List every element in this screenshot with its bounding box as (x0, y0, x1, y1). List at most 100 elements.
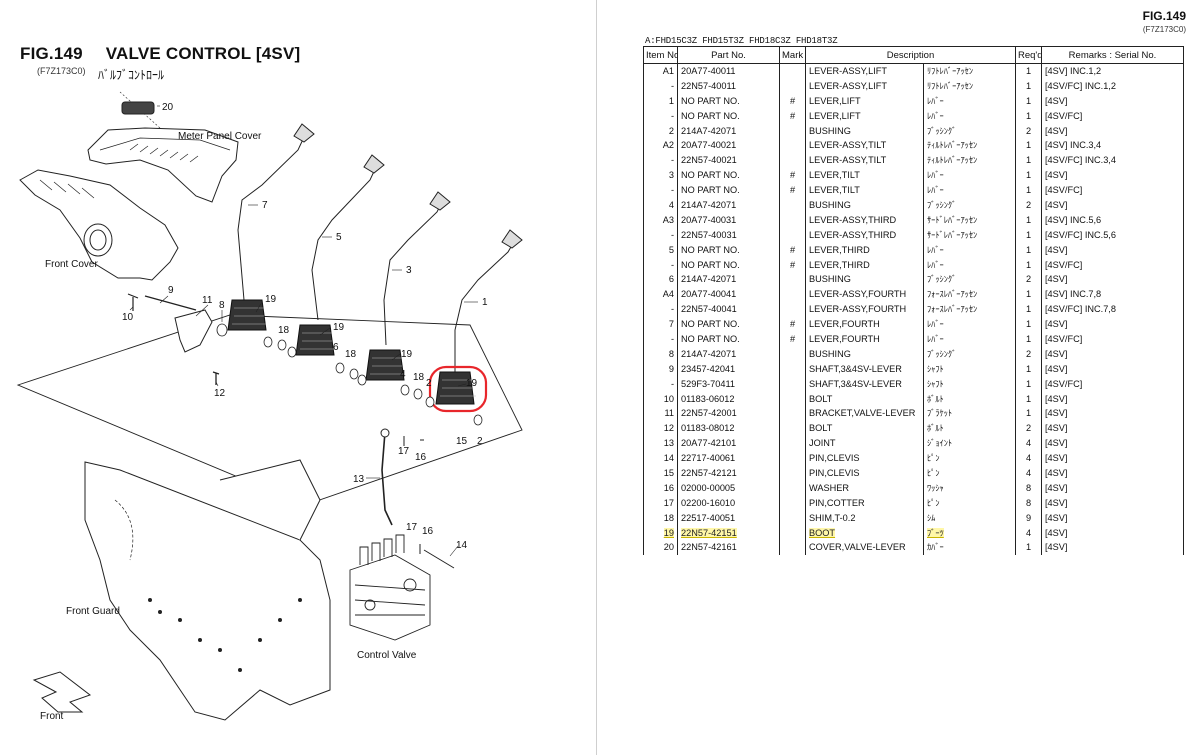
label-3: 3 (406, 265, 412, 276)
parts-list-page: FIG.149 (F7Z173C0) A:FHD15C3Z FHD15T3Z F… (597, 0, 1200, 755)
row-description: BOLT (805, 391, 924, 406)
row-mark-text: # (789, 110, 796, 121)
row-description: BUSHING (805, 346, 924, 362)
row-description-text: COVER,VALVE-LEVER (809, 542, 906, 553)
row-description-jp: ﾚﾊﾞｰ (923, 108, 1016, 124)
row-part-no: 20A77-40031 (677, 212, 780, 228)
row-remarks-text: [4SV] INC.3,4 (1045, 140, 1102, 151)
row-description-jp-text: ﾚﾊﾞｰ (927, 319, 944, 330)
row-description-jp: ﾜｯｼｬ (923, 480, 1016, 496)
row-required-text: 1 (1025, 333, 1032, 344)
row-required: 1 (1015, 316, 1042, 332)
row-description-text: PIN,CLEVIS (809, 467, 860, 478)
label-16b: 16 (422, 526, 434, 537)
row-description-text: LEVER-ASSY,FOURTH (809, 304, 907, 315)
row-mark (779, 540, 806, 555)
row-remarks: [4SV] (1041, 361, 1184, 377)
row-description: PIN,COTTER (805, 495, 924, 511)
callout-front: Front (40, 711, 64, 722)
row-part-no: 214A7-42071 (677, 346, 780, 362)
row-part-no: 22N57-42001 (677, 405, 780, 421)
row-remarks: [4SV] (1041, 510, 1184, 526)
row-description: LEVER-ASSY,TILT (805, 152, 924, 168)
row-required-text: 1 (1025, 229, 1032, 240)
row-remarks: [4SV] (1041, 391, 1184, 406)
row-description-jp-text: ｼﾞｮｲﾝﾄ (927, 438, 953, 449)
row-description-jp-text: ﾚﾊﾞｰ (927, 185, 944, 196)
label-2a: 2 (426, 378, 432, 389)
row-remarks: [4SV] (1041, 480, 1184, 496)
row-remarks: [4SV] (1041, 465, 1184, 481)
row-remarks: [4SV/FC] INC.1,2 (1041, 78, 1184, 94)
row-part-no: 20A77-40021 (677, 137, 780, 153)
row-description-text: SHIM,T-0.2 (809, 512, 856, 523)
row-required-text: 1 (1025, 185, 1032, 196)
row-mark (779, 525, 806, 540)
row-part-no-text: 20A77-40031 (681, 214, 737, 225)
row-description: LEVER-ASSY,FOURTH (805, 286, 924, 302)
row-part-no-text: NO PART NO. (681, 170, 740, 181)
row-remarks: [4SV/FC] (1041, 182, 1184, 198)
row-part-no-text: 22N57-40011 (681, 80, 736, 91)
row-remarks-text: [4SV] (1045, 125, 1068, 136)
label-7: 7 (262, 200, 268, 211)
row-item-no-text: - (670, 229, 674, 240)
lever-3-shape (383, 199, 444, 346)
row-mark-text: # (789, 333, 796, 344)
row-item-no: 6 (643, 271, 678, 287)
row-item-no: - (643, 331, 678, 347)
row-description-text: JOINT (809, 438, 836, 449)
row-description: SHAFT,3&4SV-LEVER (805, 361, 924, 377)
row-description-jp-text: ﾘﾌﾄﾚﾊﾞｰｱｯｾﾝ (927, 66, 974, 77)
row-part-no: 20A77-40011 (677, 63, 780, 79)
row-required: 1 (1015, 331, 1042, 347)
row-item-no: 4 (643, 197, 678, 213)
row-description-text: LEVER-ASSY,TILT (809, 140, 887, 151)
row-description: PIN,CLEVIS (805, 450, 924, 466)
label-18b: 18 (345, 349, 357, 360)
row-part-no: 01183-06012 (677, 391, 780, 406)
row-item-no: 7 (643, 316, 678, 332)
row-mark-text: # (789, 185, 796, 196)
row-remarks-text: [4SV] (1045, 453, 1068, 464)
row-description-jp-text: ﾚﾊﾞｰ (927, 259, 944, 270)
row-mark (779, 78, 806, 94)
row-required: 1 (1015, 137, 1042, 153)
row-part-no-text: 214A7-42071 (681, 125, 737, 136)
joint-rod-shape (381, 431, 393, 526)
row-description-jp: ﾚﾊﾞｰ (923, 316, 1016, 332)
row-description: BOLT (805, 420, 924, 436)
row-item-no-text: 20 (663, 542, 674, 553)
row-part-no: 22N57-40011 (677, 78, 780, 94)
label-12: 12 (214, 388, 226, 399)
front-guard-shape (84, 461, 331, 721)
row-item-no-text: - (670, 333, 674, 344)
row-remarks-text: [4SV/FC] INC.7,8 (1045, 304, 1116, 315)
row-item-no: 14 (643, 450, 678, 466)
row-part-no: NO PART NO. (677, 331, 780, 347)
row-remarks: [4SV] INC.1,2 (1041, 63, 1184, 79)
row-item-no: A1 (643, 63, 678, 79)
row-part-no-text: 529F3-70411 (681, 378, 735, 389)
row-description-text: LEVER,LIFT (809, 95, 861, 106)
label-2b: 2 (477, 436, 483, 447)
row-required: 1 (1015, 257, 1042, 272)
row-required: 1 (1015, 301, 1042, 317)
row-part-no-text: 20A77-40041 (681, 289, 737, 300)
label-19b: 19 (333, 322, 345, 333)
figure-code: (F7Z173C0) (37, 66, 86, 76)
bushing-shapes (216, 323, 483, 426)
row-part-no-text: 20A77-40021 (681, 140, 737, 151)
row-mark (779, 197, 806, 213)
page-divider (596, 0, 597, 755)
row-remarks: [4SV] (1041, 123, 1184, 138)
diagram-page: FIG.149 VALVE CONTROL [4SV] (F7Z173C0) ﾊ… (0, 0, 596, 755)
row-description-jp: ﾌｫｰｽﾚﾊﾞｰｱｯｾﾝ (923, 286, 1016, 302)
